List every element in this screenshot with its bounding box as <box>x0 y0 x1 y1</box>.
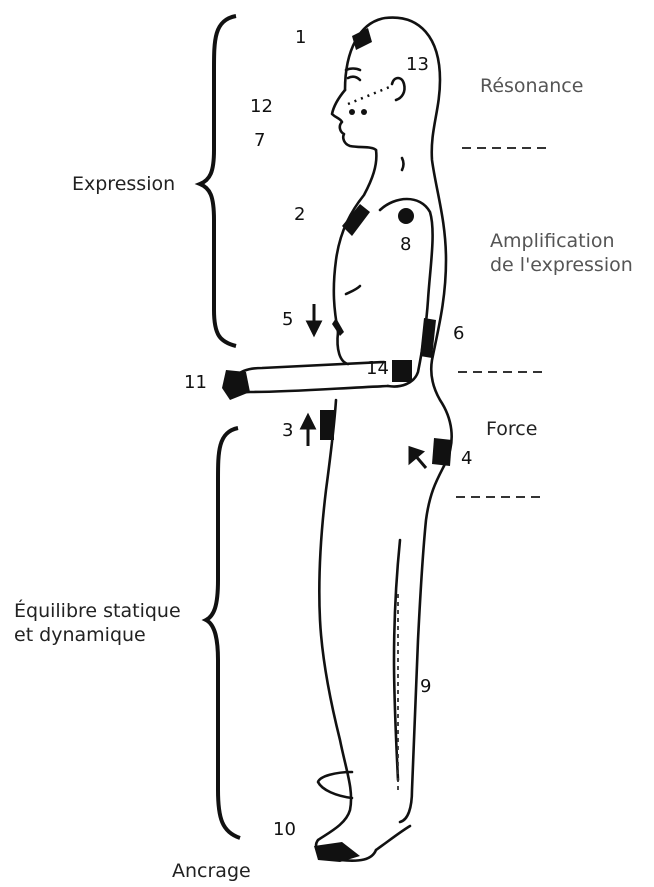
zone-ancrage: Ancrage <box>172 860 251 882</box>
point-12: 12 <box>250 97 273 117</box>
mark-2-chest <box>342 204 370 236</box>
mouth-dot <box>361 109 367 115</box>
mark-8-shoulder <box>398 208 414 224</box>
belly-outline <box>337 332 348 364</box>
inner-leg-outline <box>376 826 410 850</box>
chest-outline <box>334 150 377 332</box>
point-4: 4 <box>461 449 472 469</box>
point-9: 9 <box>420 677 431 697</box>
zone-expression: Expression <box>72 173 175 195</box>
mark-1-head <box>352 28 372 50</box>
face-dotted-line <box>348 86 392 104</box>
zone-force: Force <box>486 418 537 440</box>
point-1: 1 <box>295 28 306 48</box>
mark-3-hip <box>320 410 334 440</box>
chest-mark <box>346 286 360 294</box>
point-2: 2 <box>294 205 305 225</box>
ear-outline <box>392 78 405 100</box>
zone-amplification-line2: de l'expression <box>490 254 633 276</box>
point-13: 13 <box>406 55 429 75</box>
zone-amplification-line1: Amplification <box>490 230 615 252</box>
mark-4-buttock <box>432 438 452 466</box>
point-14: 14 <box>366 359 389 379</box>
point-5: 5 <box>282 310 293 330</box>
front-leg-outline <box>316 400 376 861</box>
point-7: 7 <box>254 131 265 151</box>
mark-14-elbow <box>392 360 412 382</box>
nose-dot <box>349 109 355 115</box>
brow-mark <box>346 69 360 71</box>
contact-marks <box>222 28 452 862</box>
point-11: 11 <box>184 373 207 393</box>
zone-equilibre-line1: Équilibre statique <box>14 600 181 622</box>
eye-mark <box>348 77 360 80</box>
point-8: 8 <box>400 235 411 255</box>
equilibre-brace <box>206 428 240 838</box>
point-6: 6 <box>453 324 464 344</box>
mark-10-foot <box>314 842 360 862</box>
neck-mark <box>402 158 404 170</box>
point-10: 10 <box>273 820 296 840</box>
zone-resonance: Résonance <box>480 75 583 97</box>
forearm-inner <box>236 362 384 376</box>
forearm-outline <box>230 386 388 396</box>
face-outline <box>332 90 376 150</box>
zone-equilibre-line2: et dynamique <box>14 624 146 646</box>
back-leg-outline <box>394 540 400 780</box>
mark-11-hand <box>222 370 250 400</box>
point-3: 3 <box>282 421 293 441</box>
expression-brace <box>200 16 236 346</box>
